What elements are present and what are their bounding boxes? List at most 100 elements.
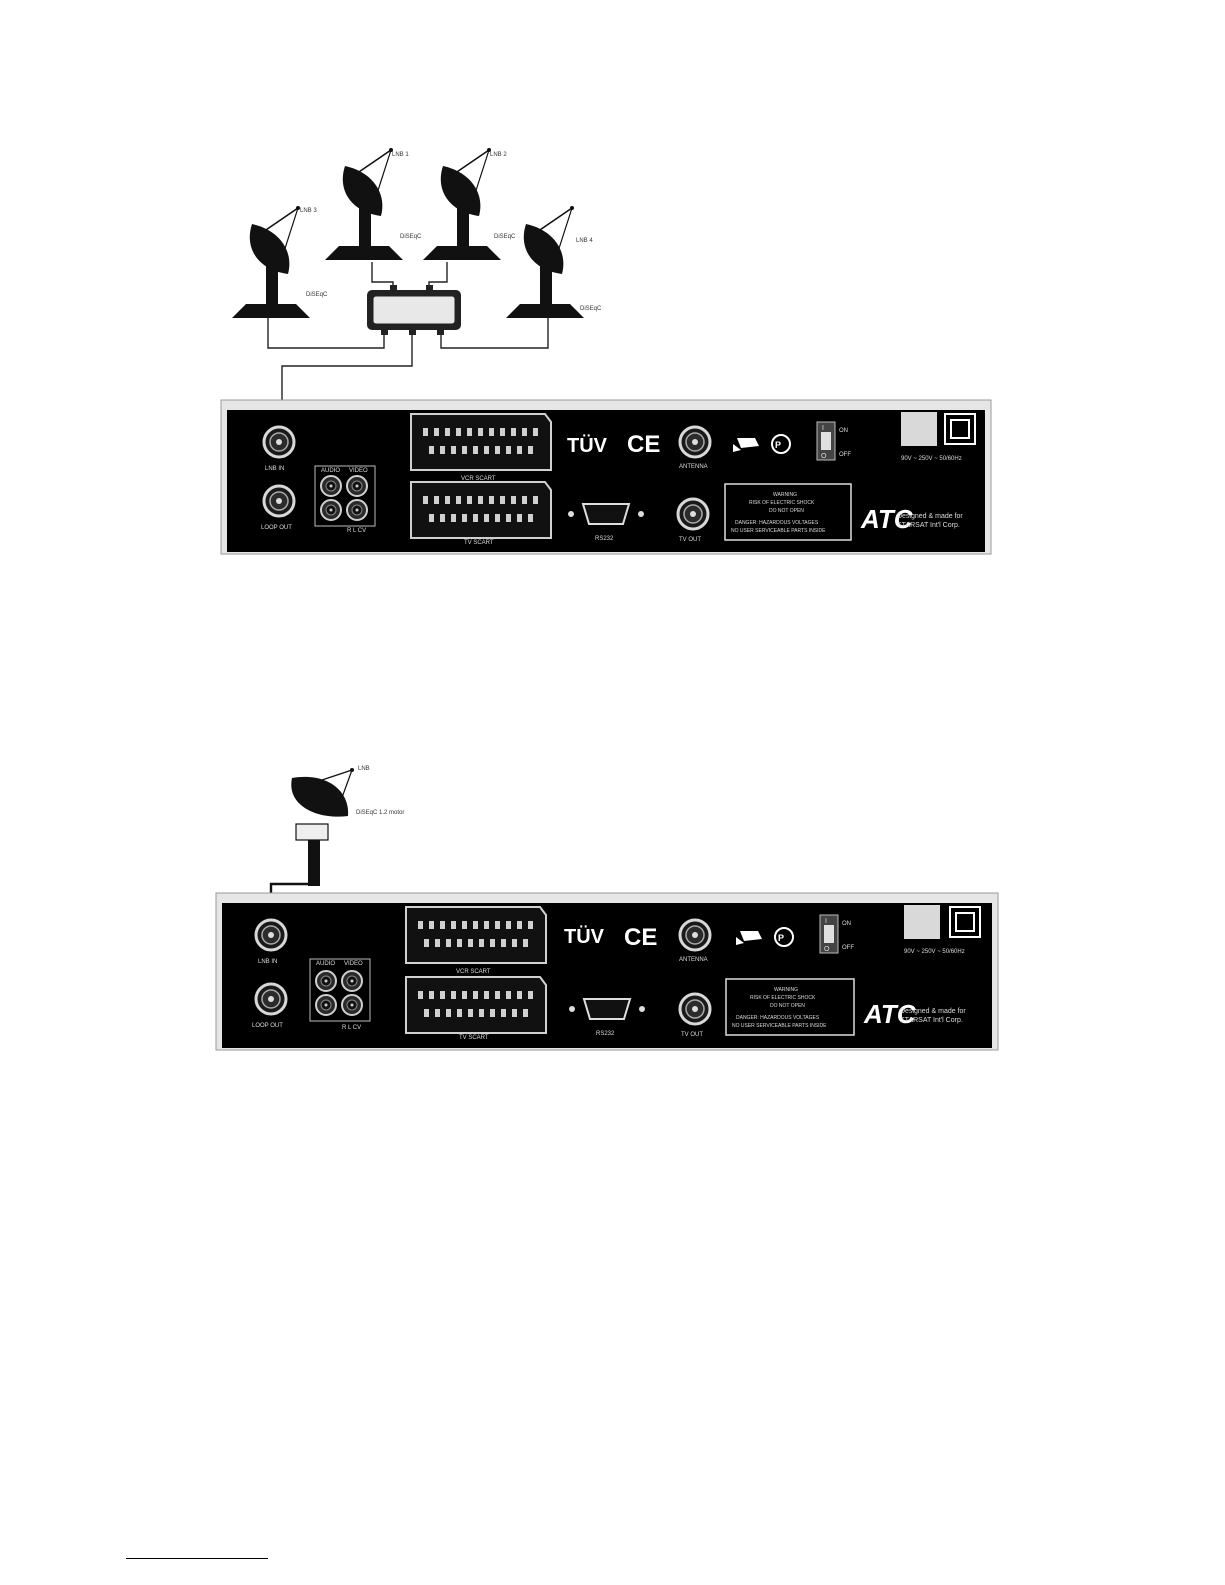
tuv-logo: TÜV (564, 925, 605, 948)
svg-text:WARNING: WARNING (773, 492, 797, 498)
dish-1-port-label: DiSEqC (400, 234, 422, 240)
brand-logo: ATC (860, 504, 914, 534)
loop-out-label: LOOP OUT (252, 1023, 283, 1029)
designed-line-2: STARSAT Int'l Corp. (900, 1017, 963, 1024)
satellite-dish-3: LNB 3 DiSEqC (231, 205, 328, 319)
loop-out-label: LOOP OUT (261, 525, 292, 531)
warning-label: WARNING RISK OF ELECTRIC SHOCK DO NOT OP… (725, 978, 855, 1036)
rca-block: AUDIO VIDEO R L CV (314, 465, 376, 534)
antenna-connector (678, 425, 712, 459)
diagram-single-lnb: LNB DiSEqC 1.2 motor LNB IN LOOP OUT AUD… (215, 766, 999, 1051)
switch-o-label: O (824, 946, 830, 953)
satellite-dish-2: LNB 2 DiSEqC (422, 147, 516, 261)
dish-4-lnb-label: LNB 4 (576, 238, 593, 244)
warning-label: WARNING RISK OF ELECTRIC SHOCK DO NOT OP… (724, 483, 852, 541)
tv-scart-label: TV SCART (464, 540, 494, 546)
svg-text:NO USER SERVICEABLE PARTS INSI: NO USER SERVICEABLE PARTS INSIDE (732, 1023, 827, 1029)
satellite-dish-motor: LNB DiSEqC 1.2 motor (291, 766, 404, 886)
switch-o-label: O (821, 453, 827, 460)
rs232-port: RS232 (568, 503, 644, 542)
switch-on-label: ON (842, 921, 851, 927)
designed-line-1: Designed & made for (900, 1008, 966, 1015)
tv-out-label: TV OUT (679, 537, 701, 543)
rs232-label: RS232 (596, 1031, 615, 1037)
diagram-multi-lnb: LNB 3 DiSEqC LNB 1 DiSEqC LNB 2 DiSEqC L… (220, 147, 992, 555)
rs232-port: RS232 (569, 998, 645, 1037)
antenna-label: ANTENNA (679, 957, 708, 963)
pct-mark-icon: P (771, 434, 791, 454)
power-inlet: 90V ~ 250V ~ 50/60Hz (901, 412, 976, 462)
lnb-in-label: LNB IN (265, 466, 284, 472)
recycle-icon (733, 438, 759, 452)
power-switch: I O ON OFF (819, 914, 854, 954)
pct-mark-icon: P (774, 927, 794, 947)
audio-label: AUDIO (321, 468, 340, 474)
receiver-rear-panel-2: LNB IN LOOP OUT AUDIO VIDEO R L CV VCR S… (215, 892, 999, 1051)
rca-block: AUDIO VIDEO R L CV (309, 958, 371, 1031)
satellite-dish-1: LNB 1 DiSEqC (324, 147, 422, 261)
video-label: VIDEO (349, 468, 368, 474)
dish-1-lnb-label: LNB 1 (392, 152, 409, 158)
lnb-in-connector (262, 425, 296, 459)
svg-text:WARNING: WARNING (774, 987, 798, 993)
rs232-label: RS232 (595, 536, 614, 542)
brand-logo: ATC (863, 999, 917, 1029)
tv-scart-port (405, 976, 547, 1034)
ce-mark: CE (624, 924, 657, 951)
power-switch: I O ON OFF (816, 421, 851, 461)
power-rating: 90V ~ 250V ~ 50/60Hz (901, 456, 962, 462)
dish-4-port-label: DiSEqC (580, 306, 602, 312)
power-inlet: 90V ~ 250V ~ 50/60Hz (904, 905, 981, 955)
switch-i-label: I (822, 425, 824, 432)
tv-scart-label: TV SCART (459, 1035, 489, 1041)
designed-line-2: STARSAT Int'l Corp. (897, 522, 960, 529)
svg-text:DO NOT OPEN: DO NOT OPEN (769, 508, 804, 514)
footnote-rule (126, 1558, 268, 1559)
antenna-connector (678, 918, 712, 952)
loop-out-connector (262, 484, 296, 518)
tv-scart-port (410, 481, 552, 539)
satellite-dish-4: LNB 4 DiSEqC (505, 205, 602, 319)
svg-text:RISK OF ELECTRIC SHOCK: RISK OF ELECTRIC SHOCK (749, 500, 815, 506)
recycle-icon (736, 931, 762, 945)
power-rating: 90V ~ 250V ~ 50/60Hz (904, 949, 965, 955)
diseqc-switch (367, 285, 461, 335)
vcr-scart-port (405, 906, 547, 964)
tuv-logo: TÜV (567, 434, 608, 457)
lnb-in-label: LNB IN (258, 959, 277, 965)
dish-3-lnb-label: LNB 3 (300, 208, 317, 214)
designed-line-1: Designed & made for (897, 513, 963, 520)
rca-group-label: R L CV (342, 1025, 361, 1031)
svg-text:NO USER SERVICEABLE PARTS INSI: NO USER SERVICEABLE PARTS INSIDE (731, 528, 826, 534)
svg-text:P: P (775, 440, 781, 450)
svg-text:DANGER: HAZARDOUS VOLTAGES: DANGER: HAZARDOUS VOLTAGES (735, 520, 819, 526)
antenna-label: ANTENNA (679, 464, 708, 470)
dish-2-port-label: DiSEqC (494, 234, 516, 240)
switch-off-label: OFF (842, 945, 854, 951)
rca-group-label: R L CV (347, 528, 366, 534)
audio-label: AUDIO (316, 961, 335, 967)
ce-mark: CE (627, 431, 660, 458)
video-label: VIDEO (344, 961, 363, 967)
tv-out-connector (678, 992, 712, 1026)
svg-text:DANGER: HAZARDOUS VOLTAGES: DANGER: HAZARDOUS VOLTAGES (736, 1015, 820, 1021)
tv-out-label: TV OUT (681, 1032, 703, 1038)
dish-2-lnb-label: LNB 2 (490, 152, 507, 158)
lnb-in-connector (254, 918, 288, 952)
receiver-rear-panel-1: LNB IN LOOP OUT AUDIO VIDEO R L CV VCR S… (220, 399, 992, 555)
dish-3-port-label: DiSEqC (306, 292, 328, 298)
switch-i-label: I (825, 918, 827, 925)
motor-dish-lnb-label: LNB (358, 766, 370, 772)
vcr-scart-label: VCR SCART (456, 969, 491, 975)
switch-on-label: ON (839, 428, 848, 434)
motor-dish-port-label: DiSEqC 1.2 motor (356, 810, 404, 816)
vcr-scart-port (410, 413, 552, 471)
tv-out-connector (676, 497, 710, 531)
svg-text:P: P (778, 933, 784, 943)
cables (267, 262, 549, 426)
switch-off-label: OFF (839, 452, 851, 458)
svg-text:DO NOT OPEN: DO NOT OPEN (770, 1003, 805, 1009)
vcr-scart-label: VCR SCART (461, 476, 496, 482)
svg-text:RISK OF ELECTRIC SHOCK: RISK OF ELECTRIC SHOCK (750, 995, 816, 1001)
